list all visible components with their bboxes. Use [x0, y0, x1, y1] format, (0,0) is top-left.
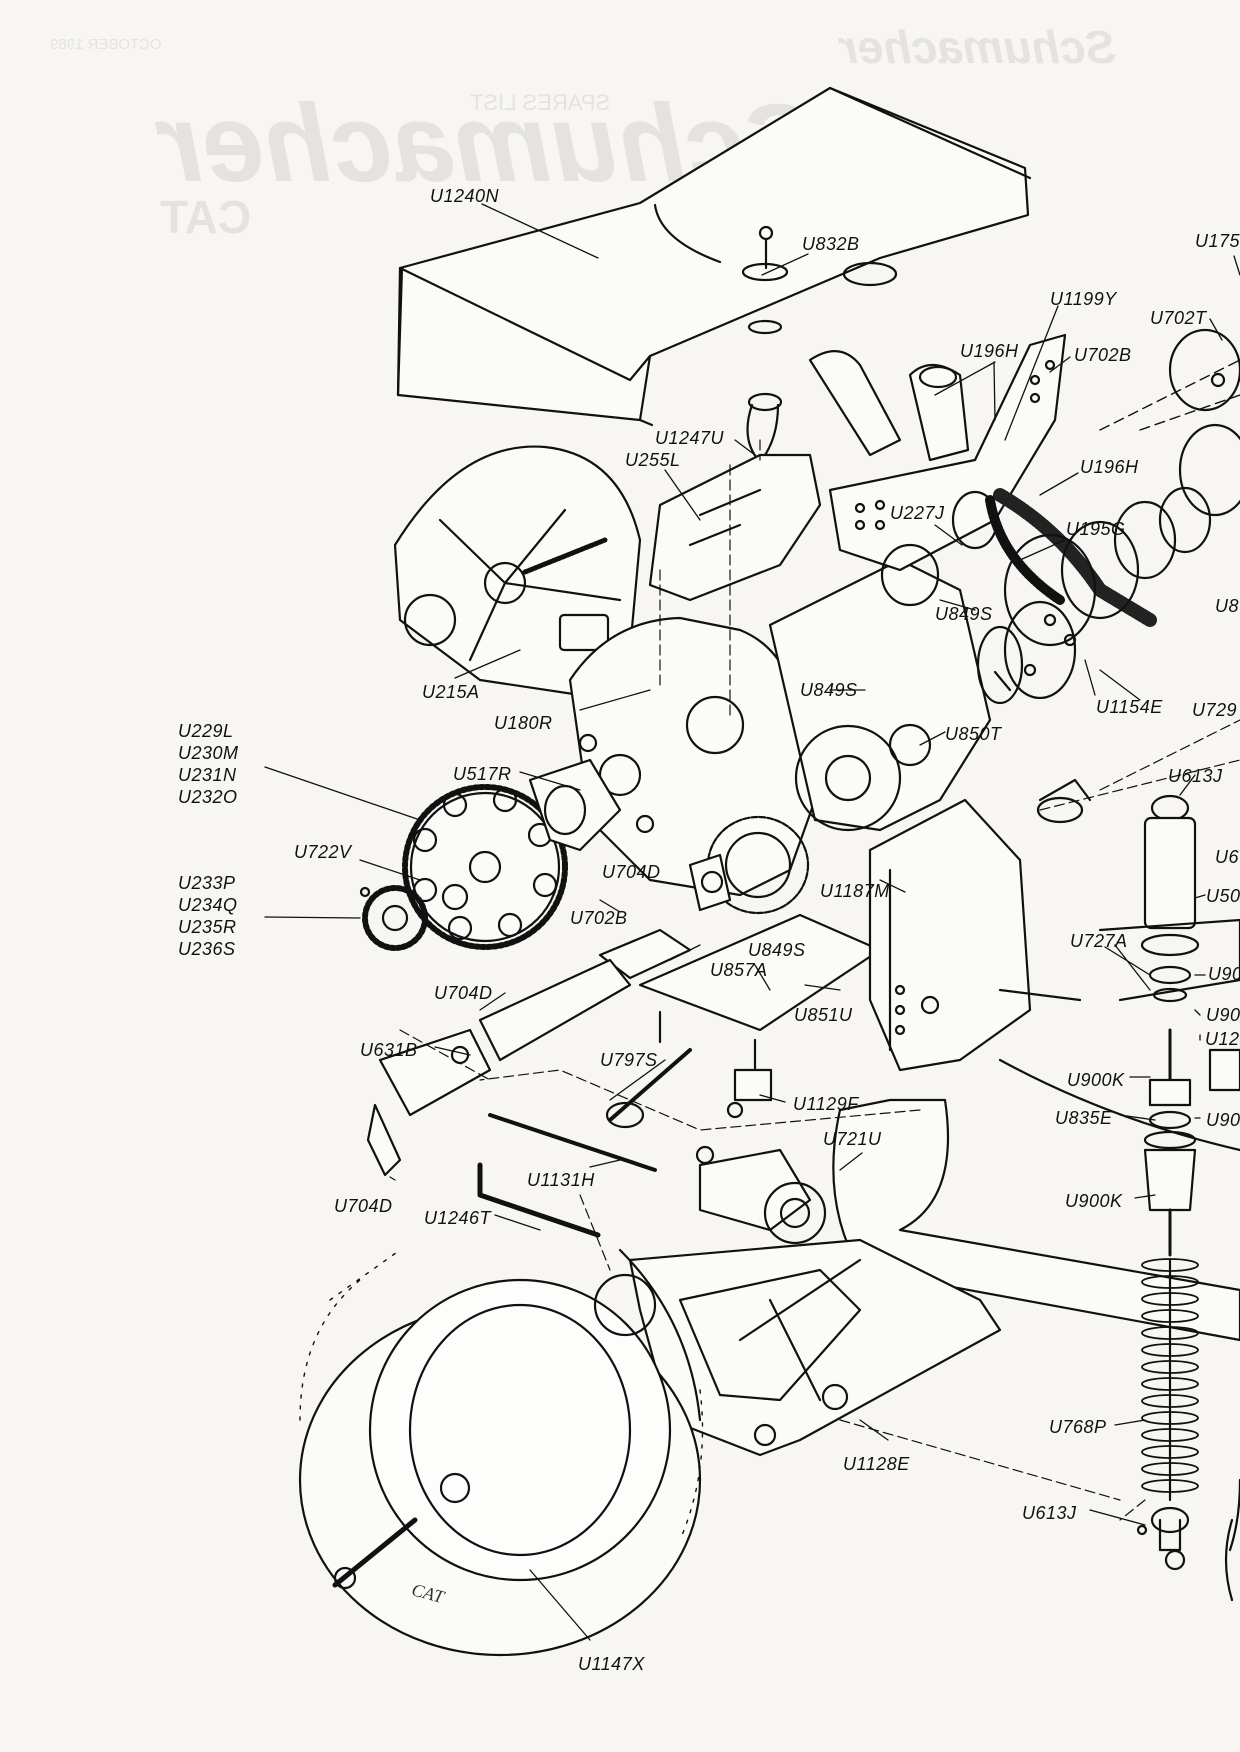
- label-u1154e: U1154E: [1096, 697, 1163, 717]
- label-u702t: U702T: [1150, 308, 1207, 328]
- label-u704d-b: U704D: [434, 983, 493, 1003]
- label-u704d-c: U704D: [334, 1196, 393, 1216]
- top-plate: [828, 333, 1067, 572]
- label-u900k-a: U900K: [1067, 1070, 1125, 1090]
- label-u702b-b: U702B: [570, 908, 628, 928]
- label-u196h-b: U196H: [1080, 457, 1139, 477]
- label-u727a: U727A: [1070, 931, 1128, 951]
- label-u236s: U236S: [178, 939, 236, 959]
- label-u849s-c: U849S: [748, 940, 806, 960]
- label-u721u: U721U: [823, 1129, 882, 1149]
- gear-cover: [393, 445, 642, 697]
- label-u722v: U722V: [294, 842, 352, 862]
- label-u631b: U631B: [360, 1040, 418, 1060]
- label-u768p: U768P: [1049, 1417, 1107, 1437]
- label-u1199y: U1199Y: [1050, 289, 1117, 309]
- label-u235r: U235R: [178, 917, 237, 937]
- label-u613j-a: U613J: [1168, 766, 1223, 786]
- leader-lines: [264, 203, 1240, 1641]
- top-plate-holes: [854, 359, 1056, 531]
- label-u215a: U215A: [422, 682, 480, 702]
- label-u1240n: U1240N: [430, 186, 500, 206]
- label-u849s-b: U849S: [800, 680, 858, 700]
- label-u1247u: U1247U: [655, 428, 725, 448]
- label-u900k-b: U900K: [1065, 1191, 1123, 1211]
- label-u517r: U517R: [453, 764, 512, 784]
- label-u613j-b: U613J: [1022, 1503, 1077, 1523]
- label-u1128e: U1128E: [843, 1454, 910, 1474]
- label-u231n: U231N: [178, 765, 237, 785]
- label-u857a: U857A: [710, 960, 768, 980]
- label-u90-c: U90: [1206, 1110, 1240, 1130]
- label-u1246t: U1246T: [424, 1208, 492, 1228]
- label-u832b: U832B: [802, 234, 860, 254]
- hub-carrier: [868, 798, 1032, 1072]
- label-u1129f: U1129F: [793, 1094, 859, 1114]
- label-u704d-a: U704D: [602, 862, 661, 882]
- label-u6: U6: [1215, 847, 1240, 867]
- label-u835e: U835E: [1055, 1108, 1113, 1128]
- label-u12: U12: [1205, 1029, 1240, 1049]
- label-u850t: U850T: [945, 724, 1002, 744]
- label-u255l: U255L: [625, 450, 681, 470]
- label-group-pinions: U233P U234Q U235R U236S: [178, 872, 238, 960]
- label-u230m: U230M: [178, 743, 239, 763]
- belt-drive: [880, 486, 1212, 705]
- label-u234q: U234Q: [178, 895, 238, 915]
- label-u702b-a: U702B: [1074, 345, 1132, 365]
- spring: [1141, 1258, 1199, 1493]
- label-u229l: U229L: [178, 721, 234, 741]
- differential: [688, 815, 810, 915]
- label-group-gears: U229L U230M U231N U232O: [178, 720, 239, 808]
- rear-wing: [396, 86, 1032, 464]
- label-u851u: U851U: [794, 1005, 853, 1025]
- label-u195g: U195G: [1066, 519, 1126, 539]
- rear-wheel: [298, 1248, 704, 1657]
- label-u8: U8: [1215, 596, 1240, 616]
- label-u849s-a: U849S: [935, 604, 993, 624]
- assembly-lines: [399, 439, 1240, 1521]
- label-u797s: U797S: [600, 1050, 658, 1070]
- label-u233p: U233P: [178, 873, 236, 893]
- label-u232o: U232O: [178, 787, 238, 807]
- label-u1187m: U1187M: [820, 881, 890, 901]
- spur-gear: [402, 784, 568, 950]
- rear-wishbone: [628, 1238, 1002, 1457]
- shock-absorber: [1136, 794, 1200, 1571]
- label-u90-b: U90: [1206, 1005, 1240, 1025]
- label-u227j: U227J: [890, 503, 945, 523]
- label-u50: U50: [1206, 886, 1240, 906]
- label-u196h-a: U196H: [960, 341, 1019, 361]
- label-u90-a: U90: [1208, 964, 1240, 984]
- label-u180r: U180R: [494, 713, 553, 733]
- label-u729: U729: [1192, 700, 1238, 720]
- label-u1131h: U1131H: [527, 1170, 595, 1190]
- label-u1147x: U1147X: [578, 1654, 645, 1674]
- label-u175: U175: [1195, 231, 1240, 251]
